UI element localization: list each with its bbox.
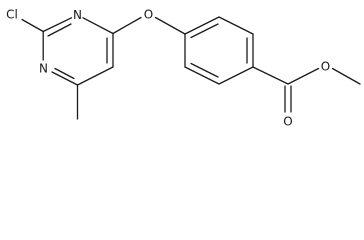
bond-c6-n1 — [51, 71, 79, 86]
chemical-structure: Cl N N O O O — [6, 8, 361, 129]
benzene-bond-1 — [184, 16, 220, 35]
ether-oxygen-label: O — [144, 8, 153, 22]
bond-carbonyl-o-single — [287, 67, 320, 85]
benzene-bond-5 — [184, 66, 220, 85]
bond-c6-n1-inner — [54, 67, 75, 80]
bond-c5-c6 — [76, 66, 114, 86]
ester-oxygen-double-label: O — [283, 115, 292, 129]
bond-c2-n3-inner — [47, 23, 72, 37]
ester-oxygen-single-label: O — [321, 60, 330, 74]
bond-o-c1prime — [154, 16, 186, 35]
chlorine-label: Cl — [6, 8, 18, 22]
pyrimidine-n-bottom-label: N — [39, 62, 48, 76]
bond-c2-cl — [21, 18, 44, 33]
bond-c2-n3 — [42, 17, 73, 33]
benzene-bond-2 — [218, 16, 254, 35]
bond-o-methyl — [331, 67, 361, 85]
pyrimidine-n-top-label: N — [73, 8, 82, 22]
bond-ring-carbonyl — [252, 66, 289, 85]
benzene-ring — [184, 16, 254, 85]
benzene-bond-1-inner — [190, 23, 219, 39]
bond-c4-o — [112, 16, 142, 35]
benzene-bond-5-inner — [190, 62, 219, 78]
benzene-bond-4 — [218, 66, 254, 85]
bond-n3-c4 — [82, 17, 114, 35]
pyrimidine-ring — [42, 17, 114, 86]
